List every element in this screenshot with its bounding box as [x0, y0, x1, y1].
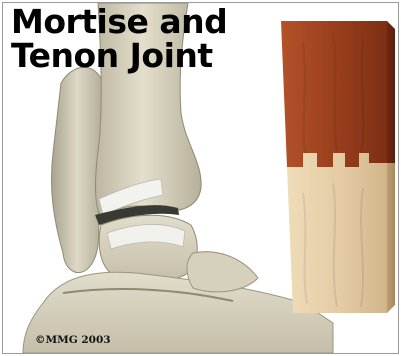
- title-line-2: Tenon Joint: [11, 39, 227, 73]
- mahogany-side: [387, 21, 395, 163]
- navicular-bone: [187, 252, 258, 292]
- title-line-1: Mortise and: [11, 5, 227, 39]
- illustration-title: Mortise and Tenon Joint: [11, 5, 227, 73]
- fibula-bone: [51, 67, 103, 272]
- wood-joint-block: [281, 21, 395, 313]
- copyright-notice: ©MMG 2003: [35, 334, 111, 346]
- illustration-frame: Mortise and Tenon Joint ©MMG 2003: [2, 2, 399, 354]
- light-wood-side: [387, 163, 395, 313]
- light-wood-piece: [287, 153, 387, 313]
